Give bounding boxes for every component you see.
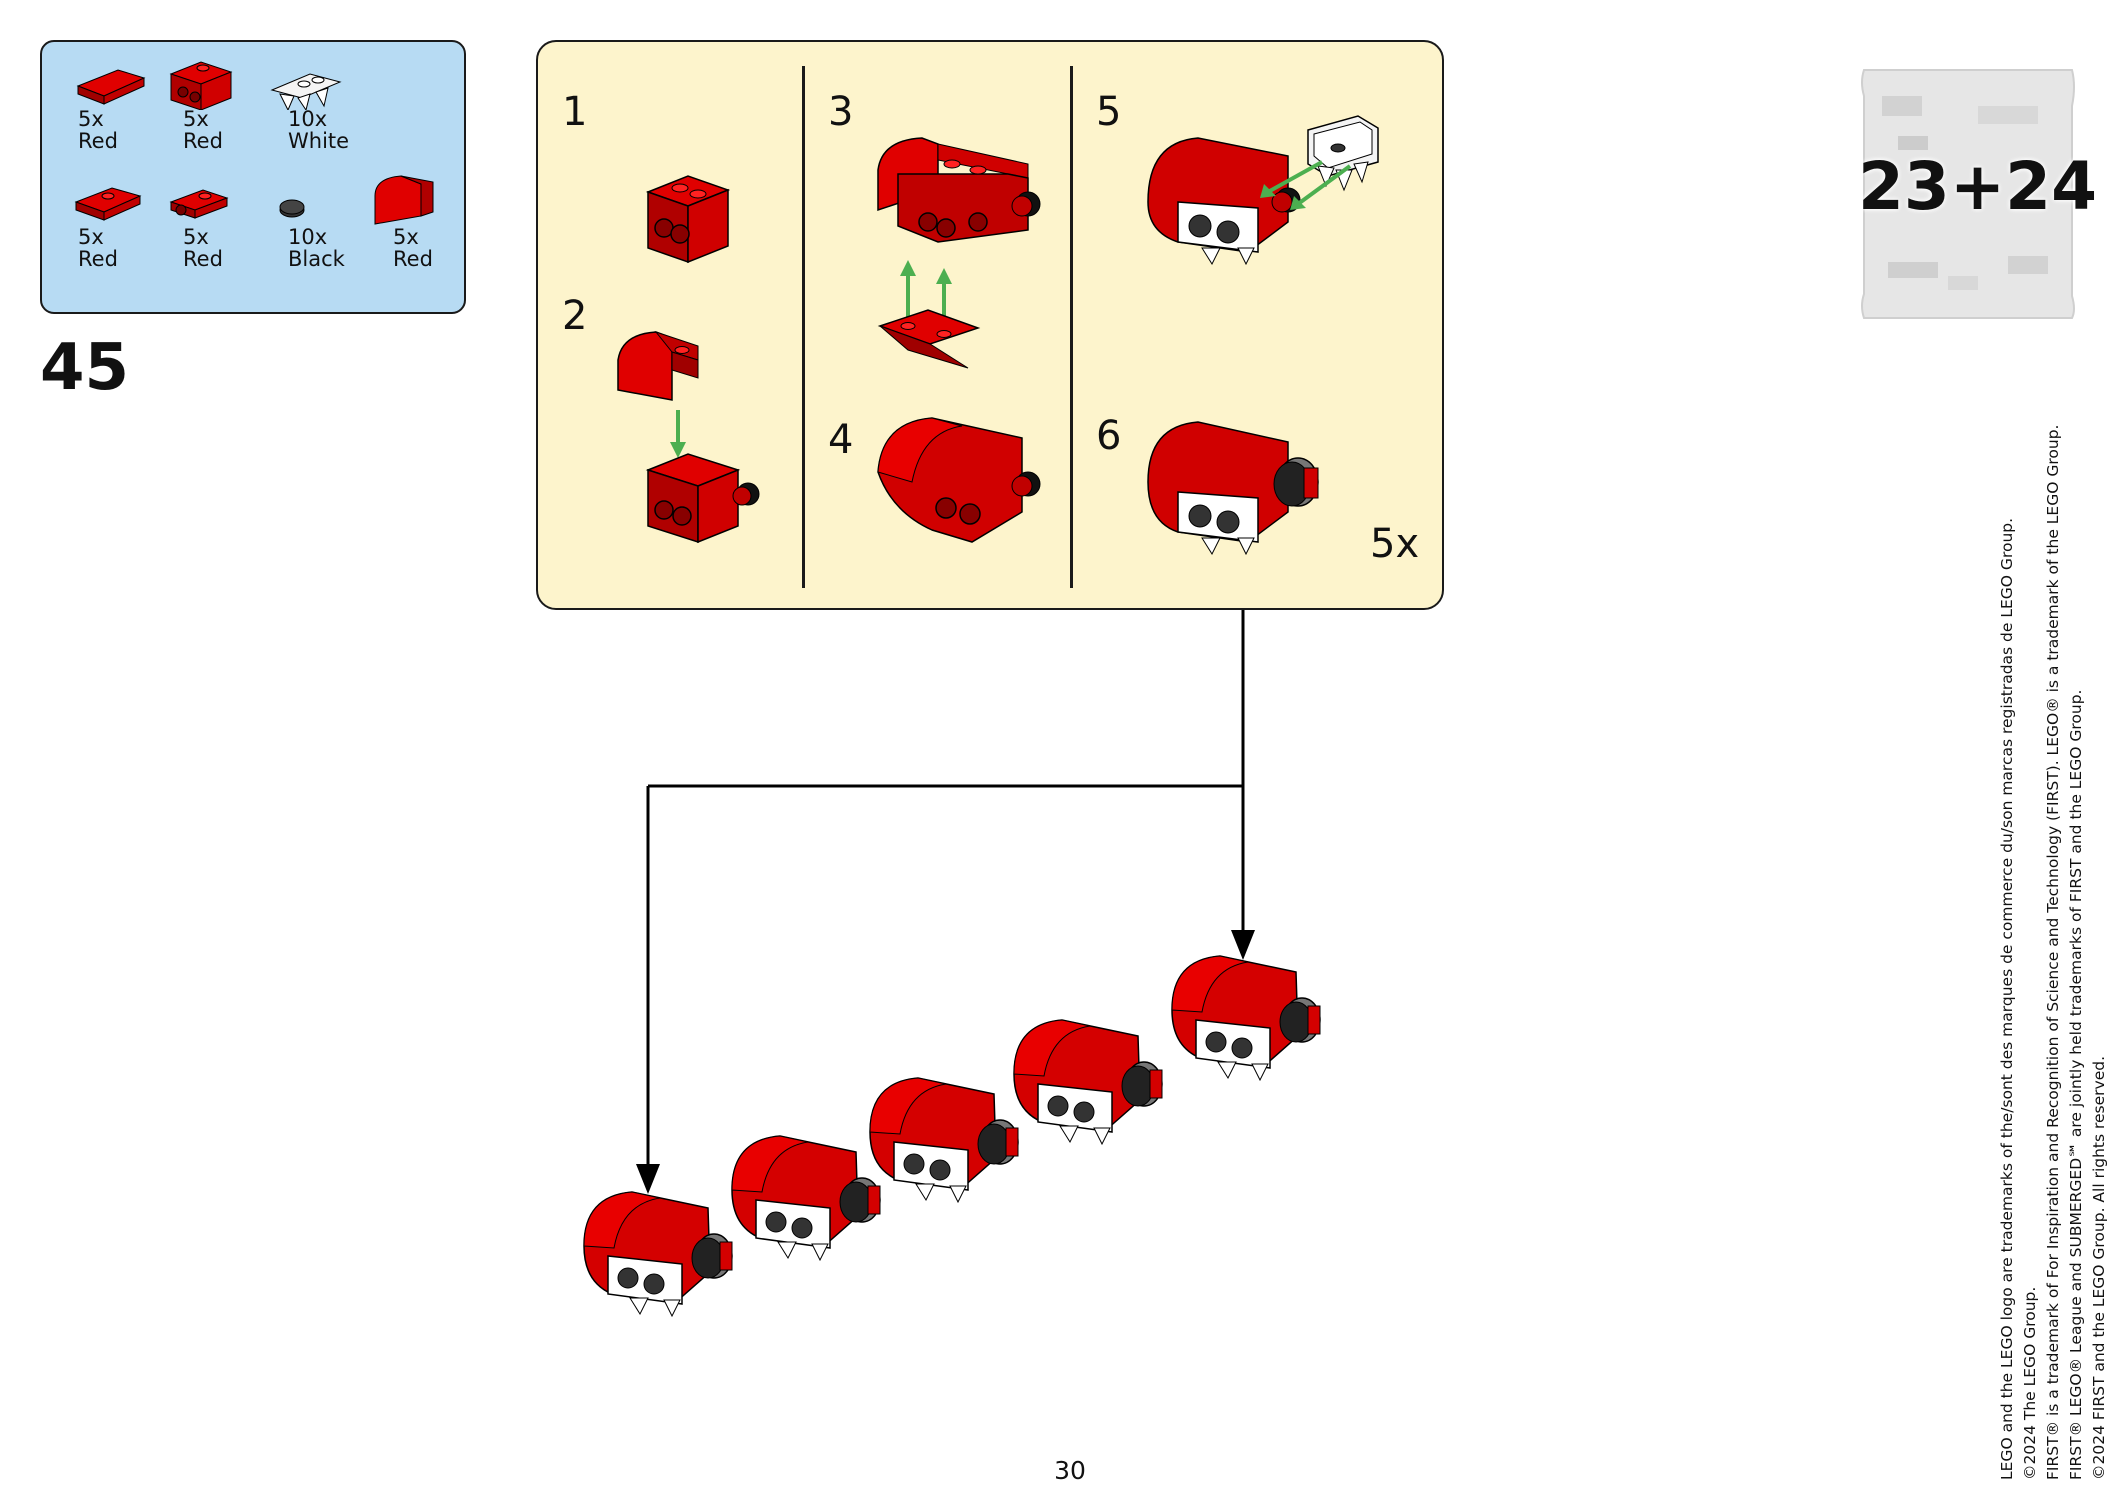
column-divider [802,66,805,588]
legal-notice: LEGO and the LEGO logo are trademarks of… [1996,370,2111,1480]
step3-assembly-illustration [877,137,1041,369]
parts-list-panel: 5x Red 5x Red 10x White [40,40,466,314]
sub-step-number: 6 [1096,413,1122,459]
part-item: 5x Red [56,54,156,164]
red-bracket-brick-icon [169,61,233,110]
sub-step-number: 3 [828,89,854,135]
part-item: 5x Red [161,54,261,164]
part-color: Red [78,247,118,271]
assembled-model [731,1135,881,1262]
step-number: 45 [40,331,130,405]
part-item: 10x White [266,54,366,164]
part-qty: 5x [78,107,104,131]
quantity-multiplier: 5x [1370,521,1420,567]
part-qty: 5x [183,107,209,131]
assembled-model [869,1077,1019,1204]
column-divider [1070,66,1073,588]
sub-step-number: 5 [1096,89,1122,135]
step6-assembly-illustration [1147,421,1319,556]
black-round-tile-icon [279,199,305,218]
sub-steps-panel: 1 2 3 4 5 6 [536,40,1444,610]
part-color: Red [183,247,223,271]
step5-assembly-illustration [1147,115,1379,266]
part-item: 5x Red [161,172,261,282]
red-clip-plate-icon [169,189,229,219]
part-qty: 5x [393,225,419,249]
arrow-head [636,1164,660,1194]
legal-line: FIRST® is a trademark of For Inspiration… [2044,424,2062,1480]
assembled-model [1171,955,1321,1082]
red-bracket-plate-icon [74,187,142,221]
assembled-model [583,1191,733,1318]
part-color: White [288,129,350,153]
part-item: 5x Red [56,172,156,282]
part-qty: 5x [183,225,209,249]
legal-line: ©2024 The LEGO Group. [2021,1286,2039,1480]
part-color: Red [393,247,433,271]
sub-step-number: 4 [828,417,854,463]
part-color: Black [288,247,345,271]
red-curved-slope-icon [374,175,434,225]
part-color: Red [183,129,223,153]
legal-line: ©2024 FIRST and the LEGO Group. All righ… [2090,1055,2108,1480]
arrow-head [1231,930,1255,960]
page-number: 30 [1054,1456,1086,1485]
step1-brick-illustration [645,175,731,264]
red-plate-icon [76,69,146,105]
step4-assembly-illustration [877,417,1041,543]
legal-line: FIRST® LEGO® League and SUBMERGED℠ are j… [2067,689,2085,1481]
part-qty: 10x [288,225,328,249]
part-item: 5x Red [371,172,471,282]
part-item: 10x Black [266,172,366,282]
bag-number-label: 23+24 [1858,148,2097,225]
part-color: Red [78,129,118,153]
sub-step-number: 1 [562,89,588,135]
step2-assembly-illustration [617,330,760,544]
legal-line: LEGO and the LEGO logo are trademarks of… [1998,517,2016,1480]
white-tooth-plate-icon [270,73,342,110]
assembled-model [1013,1019,1163,1146]
part-qty: 5x [78,225,104,249]
sub-step-number: 2 [562,293,588,339]
part-qty: 10x [288,107,328,131]
parts-bag-icon [1861,69,2075,319]
